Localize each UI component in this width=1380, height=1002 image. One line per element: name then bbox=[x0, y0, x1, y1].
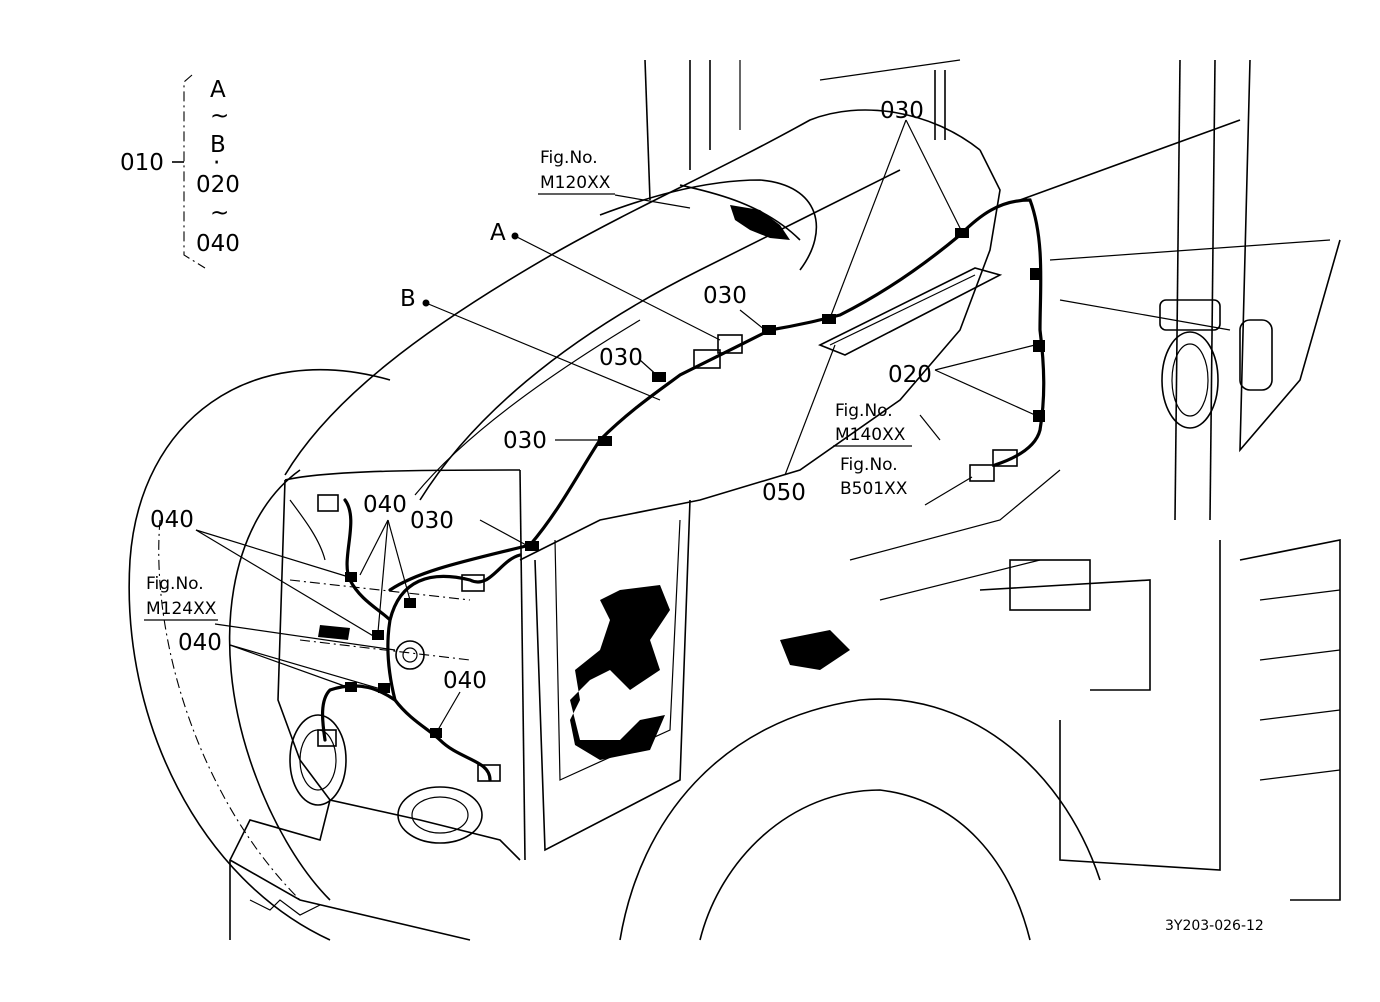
wire-harness bbox=[317, 198, 1046, 782]
legend-item-020: 020 bbox=[196, 172, 240, 198]
fig-ref-caption: Fig.No. bbox=[835, 401, 893, 421]
legend-item-tilde-1: ~ bbox=[210, 103, 229, 129]
fig-ref-m120[interactable]: Fig.No. M120XX bbox=[538, 148, 615, 195]
callout-030-left: 030 bbox=[599, 345, 643, 371]
callout-030-lower: 030 bbox=[410, 508, 454, 534]
fig-ref-number: M120XX bbox=[540, 173, 611, 193]
legend-item-040: 040 bbox=[196, 231, 240, 257]
fig-ref-number: M124XX bbox=[146, 599, 217, 619]
callout-040-lower-left: 040 bbox=[178, 630, 222, 656]
fig-ref-caption: Fig.No. bbox=[146, 574, 204, 594]
callout-040-lower-center: 040 bbox=[443, 668, 487, 694]
fig-ref-caption: Fig.No. bbox=[540, 148, 598, 168]
fig-ref-number: B501XX bbox=[840, 479, 908, 499]
legend-item-a: A bbox=[210, 77, 226, 103]
tractor-outline bbox=[128, 59, 1341, 941]
callout-020: 020 bbox=[888, 362, 932, 388]
legend-item-dot: · bbox=[213, 150, 220, 176]
fig-ref-number: M140XX bbox=[835, 425, 906, 445]
callout-a: A bbox=[490, 220, 506, 246]
legend-item-tilde-2: ~ bbox=[210, 200, 229, 226]
callout-030-top: 030 bbox=[880, 98, 924, 124]
fig-ref-b501[interactable]: Fig.No. B501XX bbox=[840, 455, 908, 499]
drawing-id: 3Y203-026-12 bbox=[1165, 918, 1264, 934]
fig-ref-caption: Fig.No. bbox=[840, 455, 898, 475]
legend-bracket bbox=[172, 74, 206, 269]
callout-040-upper-center: 040 bbox=[363, 492, 407, 518]
callout-b: B bbox=[400, 286, 416, 312]
legend-item-b: B bbox=[210, 132, 226, 158]
legend-parent-no: 010 bbox=[120, 150, 164, 176]
callout-040-upper-left: 040 bbox=[150, 507, 194, 533]
fig-ref-m140[interactable]: Fig.No. M140XX bbox=[833, 401, 912, 447]
fig-ref-m124[interactable]: Fig.No. M124XX bbox=[144, 574, 218, 621]
callout-030-mid: 030 bbox=[703, 283, 747, 309]
callout-050: 050 bbox=[762, 480, 806, 506]
leader-lines bbox=[195, 119, 1036, 736]
callout-030-center: 030 bbox=[503, 428, 547, 454]
